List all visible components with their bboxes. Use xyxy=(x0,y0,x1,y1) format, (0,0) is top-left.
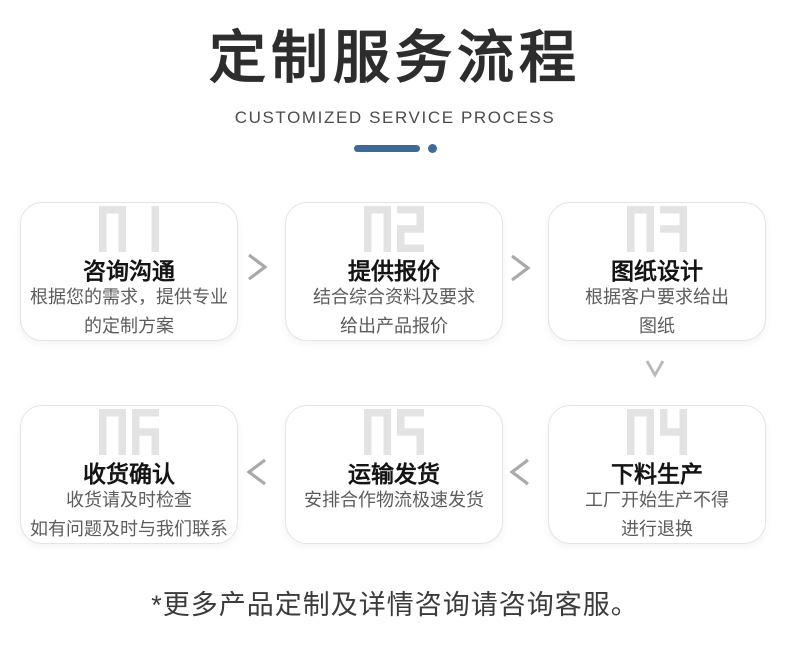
step-title: 运输发货 xyxy=(348,461,440,487)
step-card-3: 图纸设计 根据客户要求给出 图纸 xyxy=(548,202,766,341)
chevron-left-icon xyxy=(244,455,270,489)
step-desc: 结合综合资料及要求 给出产品报价 xyxy=(313,287,475,336)
step-desc: 安排合作物流极速发货 xyxy=(304,490,484,510)
step-card-6: 收货确认 收货请及时检查 如有问题及时与我们联系 xyxy=(20,405,238,544)
step-number-digits xyxy=(364,409,424,455)
step-desc: 根据您的需求，提供专业 的定制方案 xyxy=(30,287,228,336)
step-number-digits xyxy=(99,206,159,252)
step-title: 收货确认 xyxy=(83,461,175,487)
step-desc: 工厂开始生产不得 进行退换 xyxy=(585,490,729,539)
page-title: 定制服务流程 xyxy=(209,26,581,90)
step-number-digits xyxy=(627,409,687,455)
step-card-1: 咨询沟通 根据您的需求，提供专业 的定制方案 xyxy=(20,202,238,341)
chevron-left-icon xyxy=(507,455,533,489)
step-desc: 根据客户要求给出 图纸 xyxy=(585,287,729,336)
step-desc: 收货请及时检查 如有问题及时与我们联系 xyxy=(30,490,228,539)
page-subtitle: CUSTOMIZED SERVICE PROCESS xyxy=(234,108,556,127)
chevron-right-icon xyxy=(507,251,533,285)
step-title: 下料生产 xyxy=(611,461,703,487)
divider-line xyxy=(353,145,420,152)
step-card-2: 提供报价 结合综合资料及要求 给出产品报价 xyxy=(285,202,503,341)
step-number-digits xyxy=(627,206,687,252)
step-title: 咨询沟通 xyxy=(83,258,175,284)
title-divider xyxy=(0,144,790,153)
step-number-digits xyxy=(364,206,424,252)
chevron-right-icon xyxy=(244,250,270,284)
divider-dot xyxy=(427,144,437,153)
step-title: 图纸设计 xyxy=(611,258,703,284)
chevron-down-icon xyxy=(643,358,667,380)
step-number-digits xyxy=(99,409,159,455)
step-title: 提供报价 xyxy=(348,258,440,284)
step-card-5: 运输发货 安排合作物流极速发货 xyxy=(285,405,503,544)
step-card-4: 下料生产 工厂开始生产不得 进行退换 xyxy=(548,405,766,544)
footer-note: *更多产品定制及详情咨询请咨询客服。 xyxy=(151,590,639,620)
